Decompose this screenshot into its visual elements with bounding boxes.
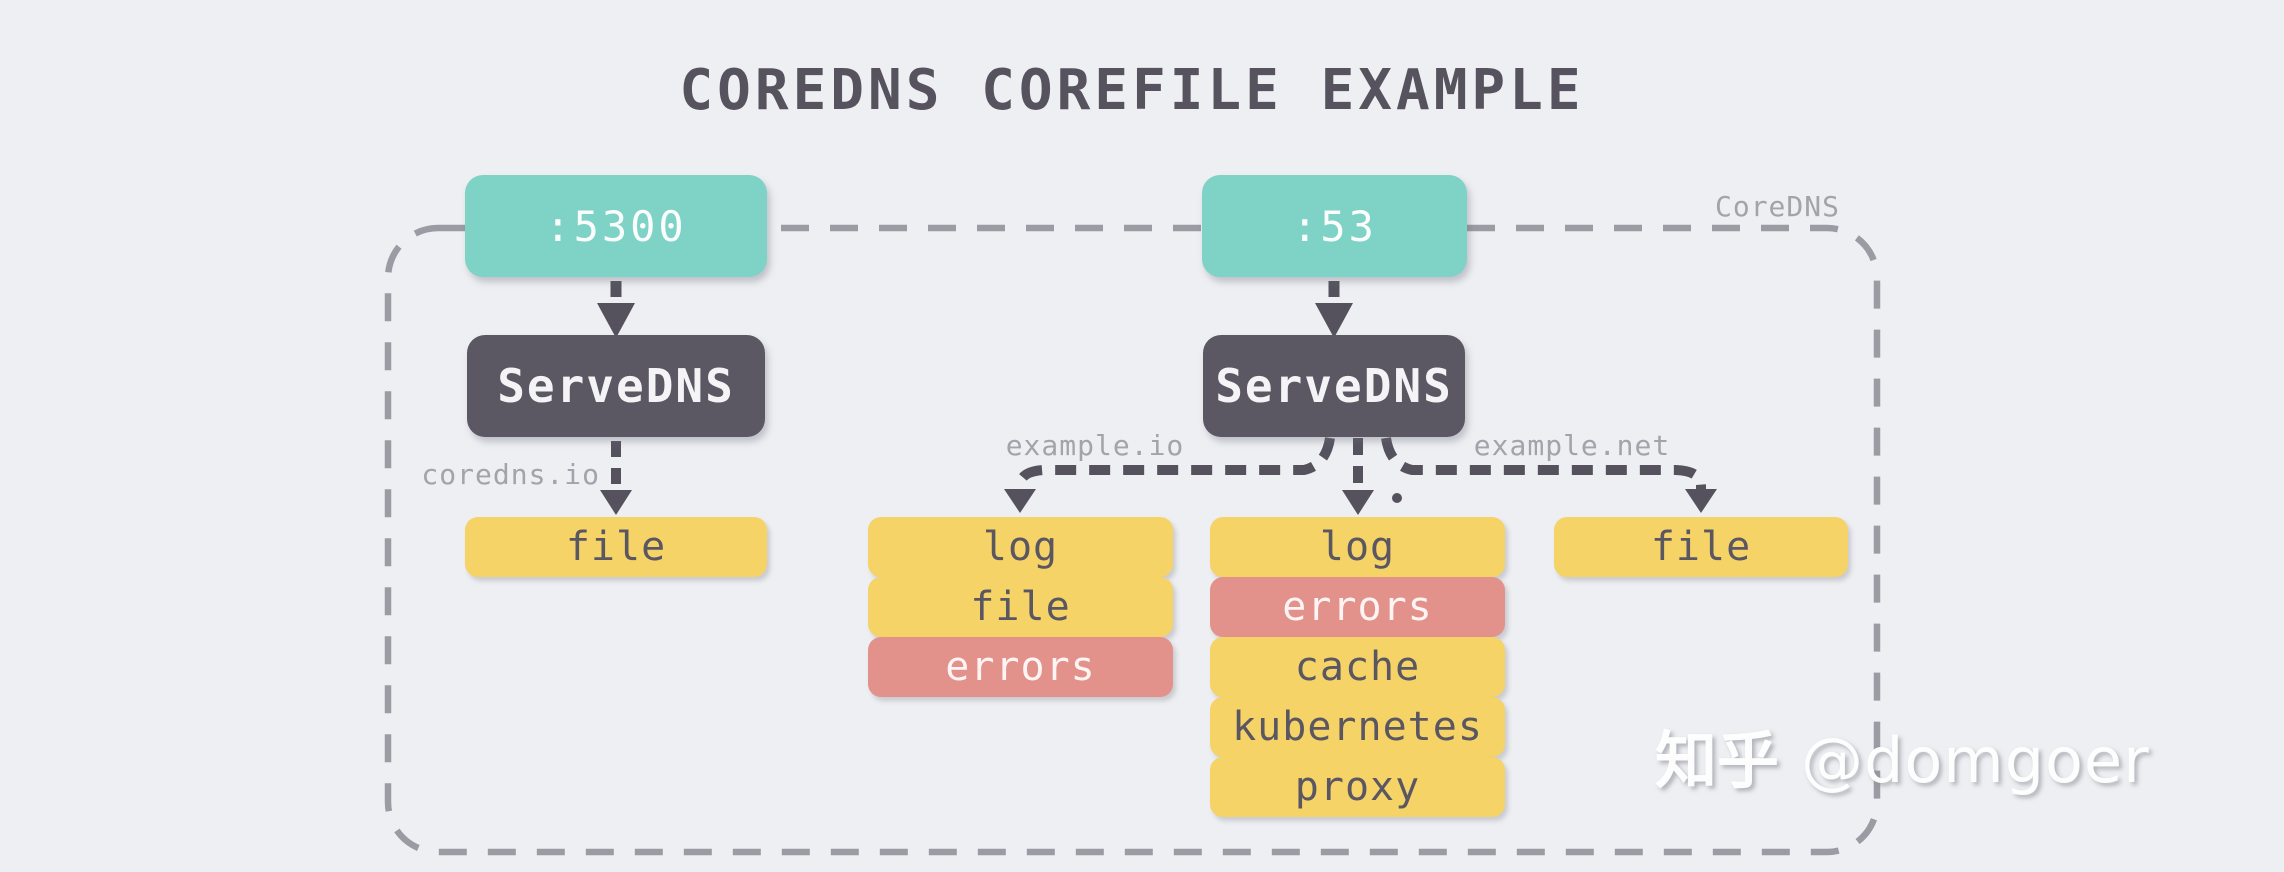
- dashed-path-example-net: [1381, 437, 1706, 490]
- handler-node-label: ServeDNS: [1215, 359, 1453, 413]
- coredns-boundary-box: [384, 224, 1881, 856]
- plugin-node-file-net: file: [1554, 517, 1848, 577]
- plugin-node-errors: errors: [868, 637, 1173, 697]
- arrow-down-icon: [1685, 489, 1717, 513]
- watermark: 知乎 @domgoer: [1655, 710, 2275, 800]
- plugin-node-log: log: [1210, 517, 1505, 577]
- port-node-label: :5300: [545, 201, 687, 251]
- plugin-node-errors: errors: [1210, 577, 1505, 637]
- plugin-label: log: [982, 524, 1059, 570]
- handler-node-label: ServeDNS: [497, 359, 735, 413]
- zone-label-coredns-io: coredns.io: [421, 458, 600, 491]
- watermark-site: 知乎: [1655, 724, 1780, 797]
- arrow-down-icon: [597, 303, 635, 338]
- plugin-label: kubernetes: [1232, 704, 1483, 750]
- plugin-label: log: [1319, 524, 1396, 570]
- watermark-handle: @domgoer: [1801, 724, 2150, 797]
- plugin-node-cache: cache: [1210, 637, 1505, 697]
- coredns-boundary-label: CoreDNS: [1714, 190, 1840, 223]
- arrow-down-icon: [600, 490, 632, 515]
- port-node-label: :53: [1292, 201, 1377, 251]
- plugin-stack-example-io: log file errors: [868, 517, 1173, 697]
- plugin-node-file: file: [868, 577, 1173, 637]
- plugin-stack-default-zone: log errors cache kubernetes proxy: [1210, 517, 1505, 817]
- zone-label-example-io: example.io: [1005, 429, 1185, 462]
- plugin-node-file-1: file: [465, 517, 767, 577]
- dot-decoration: [1392, 493, 1402, 503]
- plugin-label: file: [1650, 524, 1752, 570]
- plugin-label: file: [565, 524, 667, 570]
- port-node-53: :53: [1202, 175, 1467, 277]
- plugin-node-proxy: proxy: [1210, 757, 1505, 817]
- handler-node-servedns-1: ServeDNS: [467, 335, 765, 437]
- plugin-label: errors: [1282, 584, 1433, 630]
- arrow-down-icon: [1315, 303, 1353, 338]
- plugin-node-kubernetes: kubernetes: [1210, 697, 1505, 757]
- arrow-down-icon: [1004, 489, 1036, 513]
- zone-label-example-net: example.net: [1473, 429, 1671, 462]
- plugin-label: proxy: [1294, 764, 1421, 810]
- handler-node-servedns-2: ServeDNS: [1203, 335, 1465, 437]
- page-title: COREDNS COREFILE EXAMPLE: [679, 58, 1585, 123]
- arrow-down-icon: [1342, 490, 1374, 515]
- plugin-label: errors: [945, 644, 1096, 690]
- port-node-5300: :5300: [465, 175, 767, 277]
- dashed-path-example-io: [1015, 437, 1335, 490]
- plugin-label: cache: [1294, 644, 1421, 690]
- plugin-node-log: log: [868, 517, 1173, 577]
- plugin-label: file: [970, 584, 1071, 630]
